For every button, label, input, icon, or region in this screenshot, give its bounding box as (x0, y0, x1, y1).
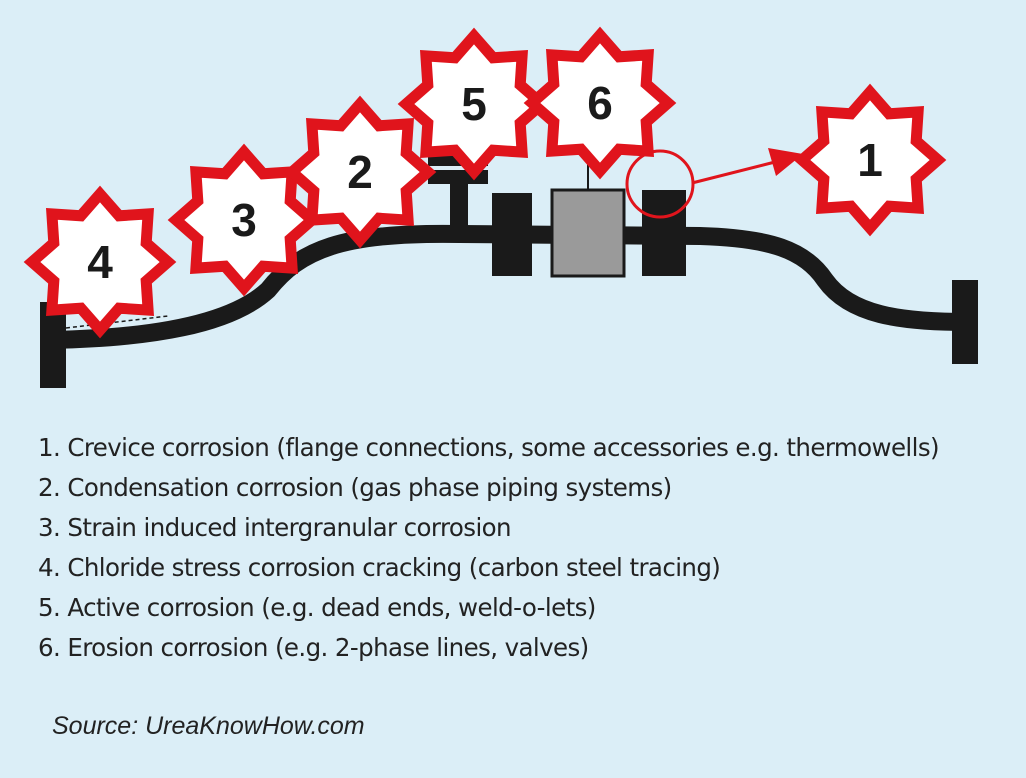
valve-body (550, 188, 626, 278)
valve-flange-left (492, 193, 532, 276)
callout-arrowhead (768, 148, 803, 176)
badge-2: 2 (283, 95, 437, 249)
star-badge-shape (523, 26, 677, 180)
star-badge-shape (283, 95, 437, 249)
badge-5: 5 (397, 27, 551, 181)
piping-corrosion-diagram: 4 3 2 5 6 1 (23, 26, 978, 388)
badge-4: 4 (23, 185, 177, 339)
badge-number: 1 (857, 134, 883, 186)
star-badge-shape (793, 83, 947, 237)
star-badge-shape (167, 143, 321, 297)
source-credit: Source: UreaKnowHow.com (52, 712, 365, 740)
badge-6: 6 (523, 26, 677, 180)
legend-item: 1. Crevice corrosion (flange connections… (38, 433, 940, 462)
legend-item: 2. Condensation corrosion (gas phase pip… (38, 473, 672, 502)
star-badge-shape (397, 27, 551, 181)
star-badge-shape (23, 185, 177, 339)
dead-end-branch (450, 180, 468, 230)
tracing-line (65, 315, 169, 329)
badge-3: 3 (167, 143, 321, 297)
badge-number: 5 (461, 78, 487, 130)
legend-item: 6. Erosion corrosion (e.g. 2-phase lines… (38, 633, 589, 662)
legend-item: 5. Active corrosion (e.g. dead ends, wel… (38, 593, 596, 622)
pipe-line (51, 224, 969, 349)
badge-number: 6 (587, 77, 613, 129)
left-end-flange (40, 302, 66, 388)
badge-1: 1 (793, 83, 947, 237)
callout-arrow-line (691, 160, 776, 185)
badge-number: 3 (231, 194, 257, 246)
valve-flange-right (642, 190, 686, 276)
legend-list: 1. Crevice corrosion (flange connections… (38, 428, 940, 668)
legend-item: 4. Chloride stress corrosion cracking (c… (38, 553, 721, 582)
right-end-flange (952, 280, 978, 364)
badge-number: 2 (347, 146, 373, 198)
badges-layer: 4 3 2 5 6 1 (23, 26, 947, 339)
legend-item: 3. Strain induced intergranular corrosio… (38, 513, 512, 542)
badge-number: 4 (87, 236, 113, 288)
